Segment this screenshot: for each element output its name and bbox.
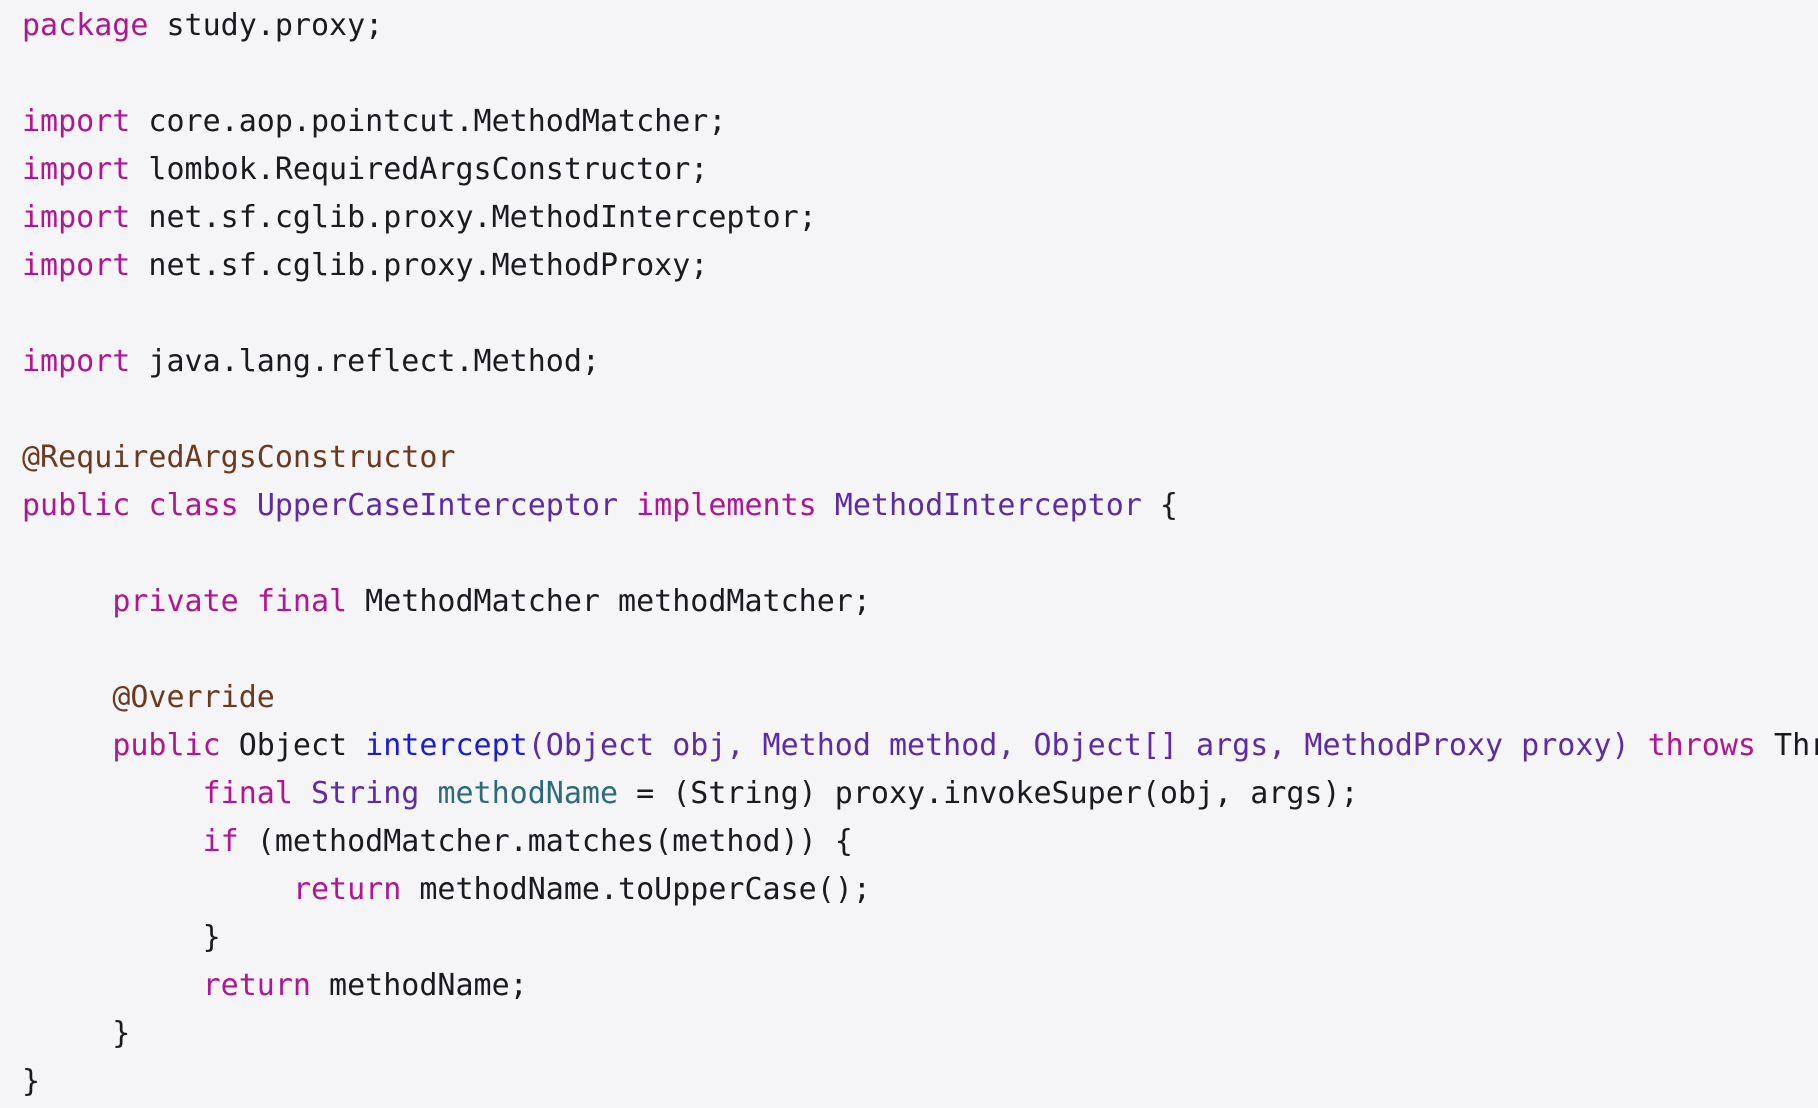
code-token [22,680,112,715]
code-token [239,584,257,619]
code-token: (methodMatcher.matches(method)) { [238,824,853,859]
code-token: throws [1647,728,1756,763]
code-token: final [202,776,293,811]
code-line: public class UpperCaseInterceptor implem… [22,482,1818,530]
code-token: package [22,8,149,43]
code-line [22,626,1818,674]
code-line [22,50,1818,98]
code-token: Object [220,728,366,763]
code-token: core.aop.pointcut.MethodMatcher; [130,104,727,139]
code-token: @Override [112,680,275,715]
code-token: methodName [437,776,619,811]
code-token: import [22,104,131,139]
code-token: import [22,200,131,235]
code-line [22,290,1818,338]
code-token: return [292,872,402,907]
code-token: } [22,920,221,955]
code-line: } [22,1058,1818,1106]
code-token: import [22,344,131,379]
code-token: String [311,776,420,811]
code-token [239,488,257,523]
code-line: return methodName; [22,962,1818,1010]
code-line: @Override [22,674,1818,722]
code-line [22,386,1818,434]
code-token: public [22,488,131,523]
code-token: intercept [365,728,528,763]
code-line: import java.lang.reflect.Method; [22,338,1818,386]
code-token: UpperCaseInterceptor [256,488,619,523]
code-token: } [22,1064,41,1099]
code-token: @RequiredArgsConstructor [22,440,456,475]
code-token: MethodMatcher methodMatcher; [347,584,871,619]
code-token [22,824,203,859]
code-token [817,488,835,523]
code-token: methodName.toUpperCase(); [401,872,871,907]
code-token: private [112,584,239,619]
code-line: } [22,914,1818,962]
code-token: java.lang.reflect.Method; [130,344,600,379]
code-token [22,728,112,763]
code-line: package study.proxy; [22,2,1818,50]
code-token [22,584,112,619]
code-token [22,968,203,1003]
code-line [22,530,1818,578]
code-token: return [202,968,311,1003]
code-line: import core.aop.pointcut.MethodMatcher; [22,98,1818,146]
code-line: import lombok.RequiredArgsConstructor; [22,146,1818,194]
code-token [22,776,203,811]
code-line: if (methodMatcher.matches(method)) { [22,818,1818,866]
code-token [130,488,148,523]
code-line: import net.sf.cglib.proxy.MethodIntercep… [22,194,1818,242]
code-token [618,488,636,523]
code-line: public Object intercept(Object obj, Meth… [22,722,1818,770]
code-token: Throwable { [1774,728,1818,763]
code-token: final [256,584,348,619]
code-token: (Object obj, Method method, Object[] arg… [527,728,1630,763]
code-token: import [22,152,131,187]
code-token: net.sf.cglib.proxy.MethodInterceptor; [130,200,817,235]
code-token [293,776,311,811]
code-token [419,776,437,811]
code-token: methodName; [311,968,528,1003]
code-token [22,872,293,907]
code-line: private final MethodMatcher methodMatche… [22,578,1818,626]
code-token: study.proxy; [148,8,384,43]
code-token: class [148,488,239,523]
code-token [1630,728,1648,763]
code-token: lombok.RequiredArgsConstructor; [130,152,709,187]
code-token: MethodInterceptor [834,488,1142,523]
code-line: } [22,1010,1818,1058]
code-token: } [22,1016,131,1051]
code-token: import [22,248,131,283]
code-token: if [202,824,239,859]
code-token: net.sf.cglib.proxy.MethodProxy; [130,248,709,283]
code-line: import net.sf.cglib.proxy.MethodProxy; [22,242,1818,290]
code-token: = (String) proxy.invokeSuper(obj, args); [618,776,1359,811]
code-token: implements [636,488,817,523]
code-line: @RequiredArgsConstructor [22,434,1818,482]
code-line: return methodName.toUpperCase(); [22,866,1818,914]
code-token: { [1141,488,1178,523]
code-token: public [112,728,221,763]
code-line: final String methodName = (String) proxy… [22,770,1818,818]
